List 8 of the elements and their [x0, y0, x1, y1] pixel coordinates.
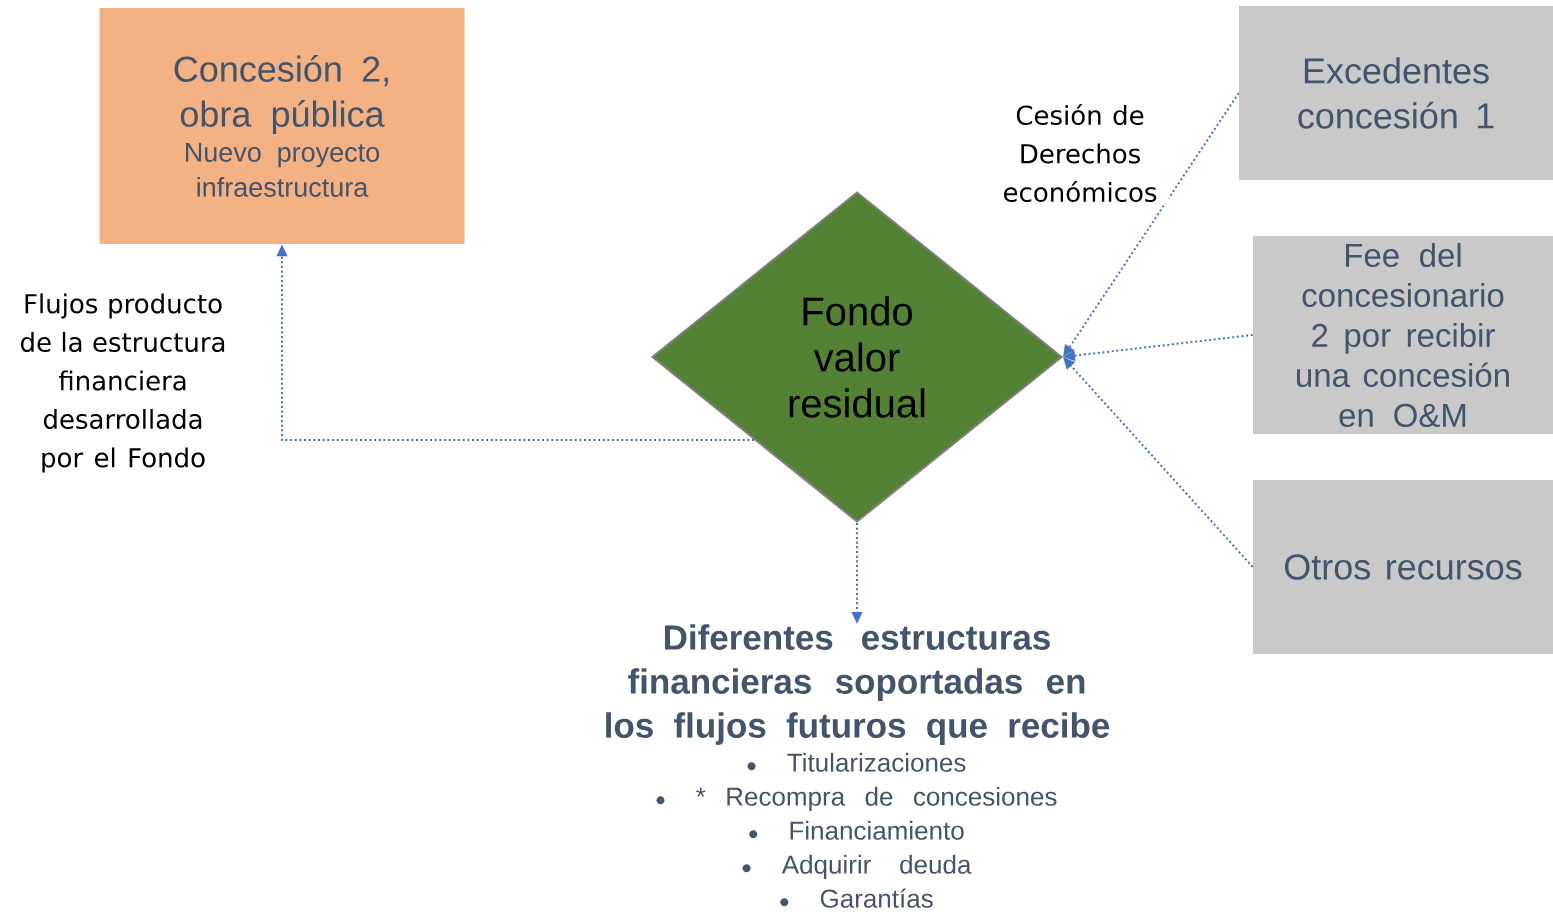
source-box: Excedentes concesión 1: [1239, 6, 1553, 180]
project-box: Concesión 2, obra pública Nuevo proyecto infraestructura: [99, 8, 465, 244]
source-box: Otros recursos: [1253, 480, 1553, 654]
edge-label: Cesión de Derechos económicos: [991, 102, 1169, 204]
arrow: [1063, 357, 1254, 568]
structures-text: Diferentes estructuras financieras soportadas en los flujos futuros que recibe Titularizaciones * Recompra de concesiones Financiamiento Adquirir deuda Garantías: [606, 624, 1110, 908]
edge-label: Flujos producto de la estructura financiera desarrollada por el Fondo: [6, 292, 240, 474]
source-box: Fee del concesionario 2 por recibir una concesión en O&M: [1253, 236, 1553, 434]
